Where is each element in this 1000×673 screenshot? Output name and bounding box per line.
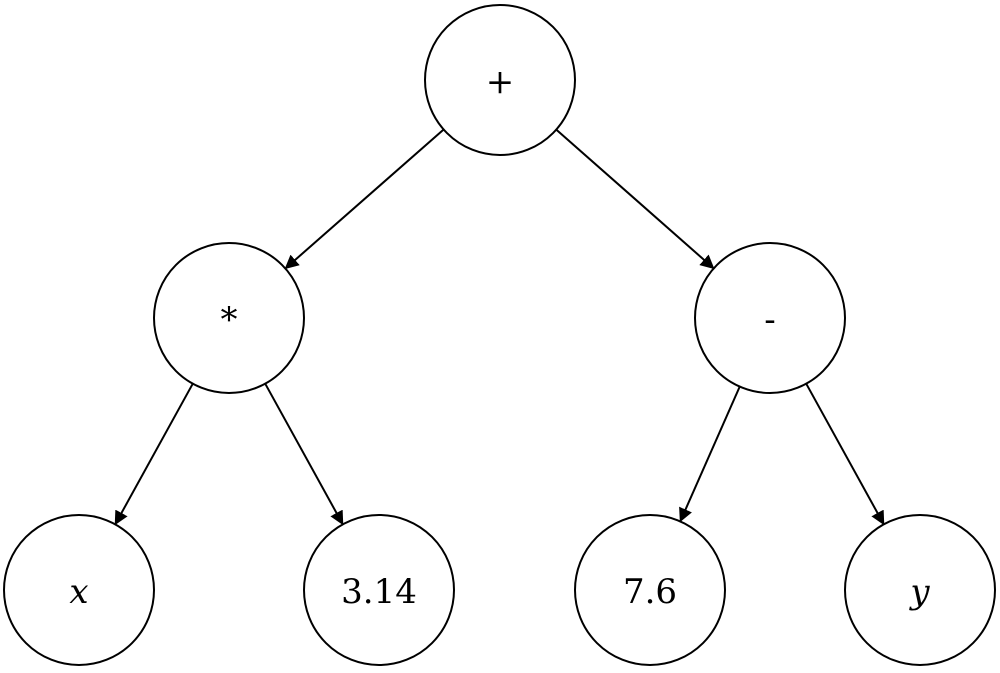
node-label: * xyxy=(221,300,238,340)
node-circle xyxy=(424,4,576,156)
node-circle xyxy=(844,514,996,666)
node-seven: 7.6 xyxy=(574,514,726,666)
nodes: + * - x 3.14 7.6 y xyxy=(3,4,996,666)
edge-times-to-x xyxy=(114,383,194,526)
node-circle xyxy=(153,242,305,394)
edge-plus-to-times xyxy=(284,128,445,270)
edges xyxy=(114,128,885,526)
node-y: y xyxy=(844,514,996,666)
node-minus: - xyxy=(694,242,846,394)
node-circle xyxy=(694,242,846,394)
node-label: - xyxy=(764,300,776,340)
node-x: x xyxy=(3,514,155,666)
edge-minus-to-seven xyxy=(679,386,741,523)
node-circle xyxy=(574,514,726,666)
node-circle xyxy=(303,514,455,666)
node-plus: + xyxy=(424,4,576,156)
node-pi: 3.14 xyxy=(303,514,455,666)
node-times: * xyxy=(153,242,305,394)
edge-minus-to-y xyxy=(805,383,885,526)
node-label: + xyxy=(486,62,515,102)
edge-plus-to-minus xyxy=(555,128,715,270)
node-circle xyxy=(3,514,155,666)
edge-times-to-pi xyxy=(264,383,344,526)
node-label: 3.14 xyxy=(341,572,417,612)
node-label: 7.6 xyxy=(623,572,677,612)
node-label: x xyxy=(69,572,88,612)
node-label: y xyxy=(908,572,930,612)
